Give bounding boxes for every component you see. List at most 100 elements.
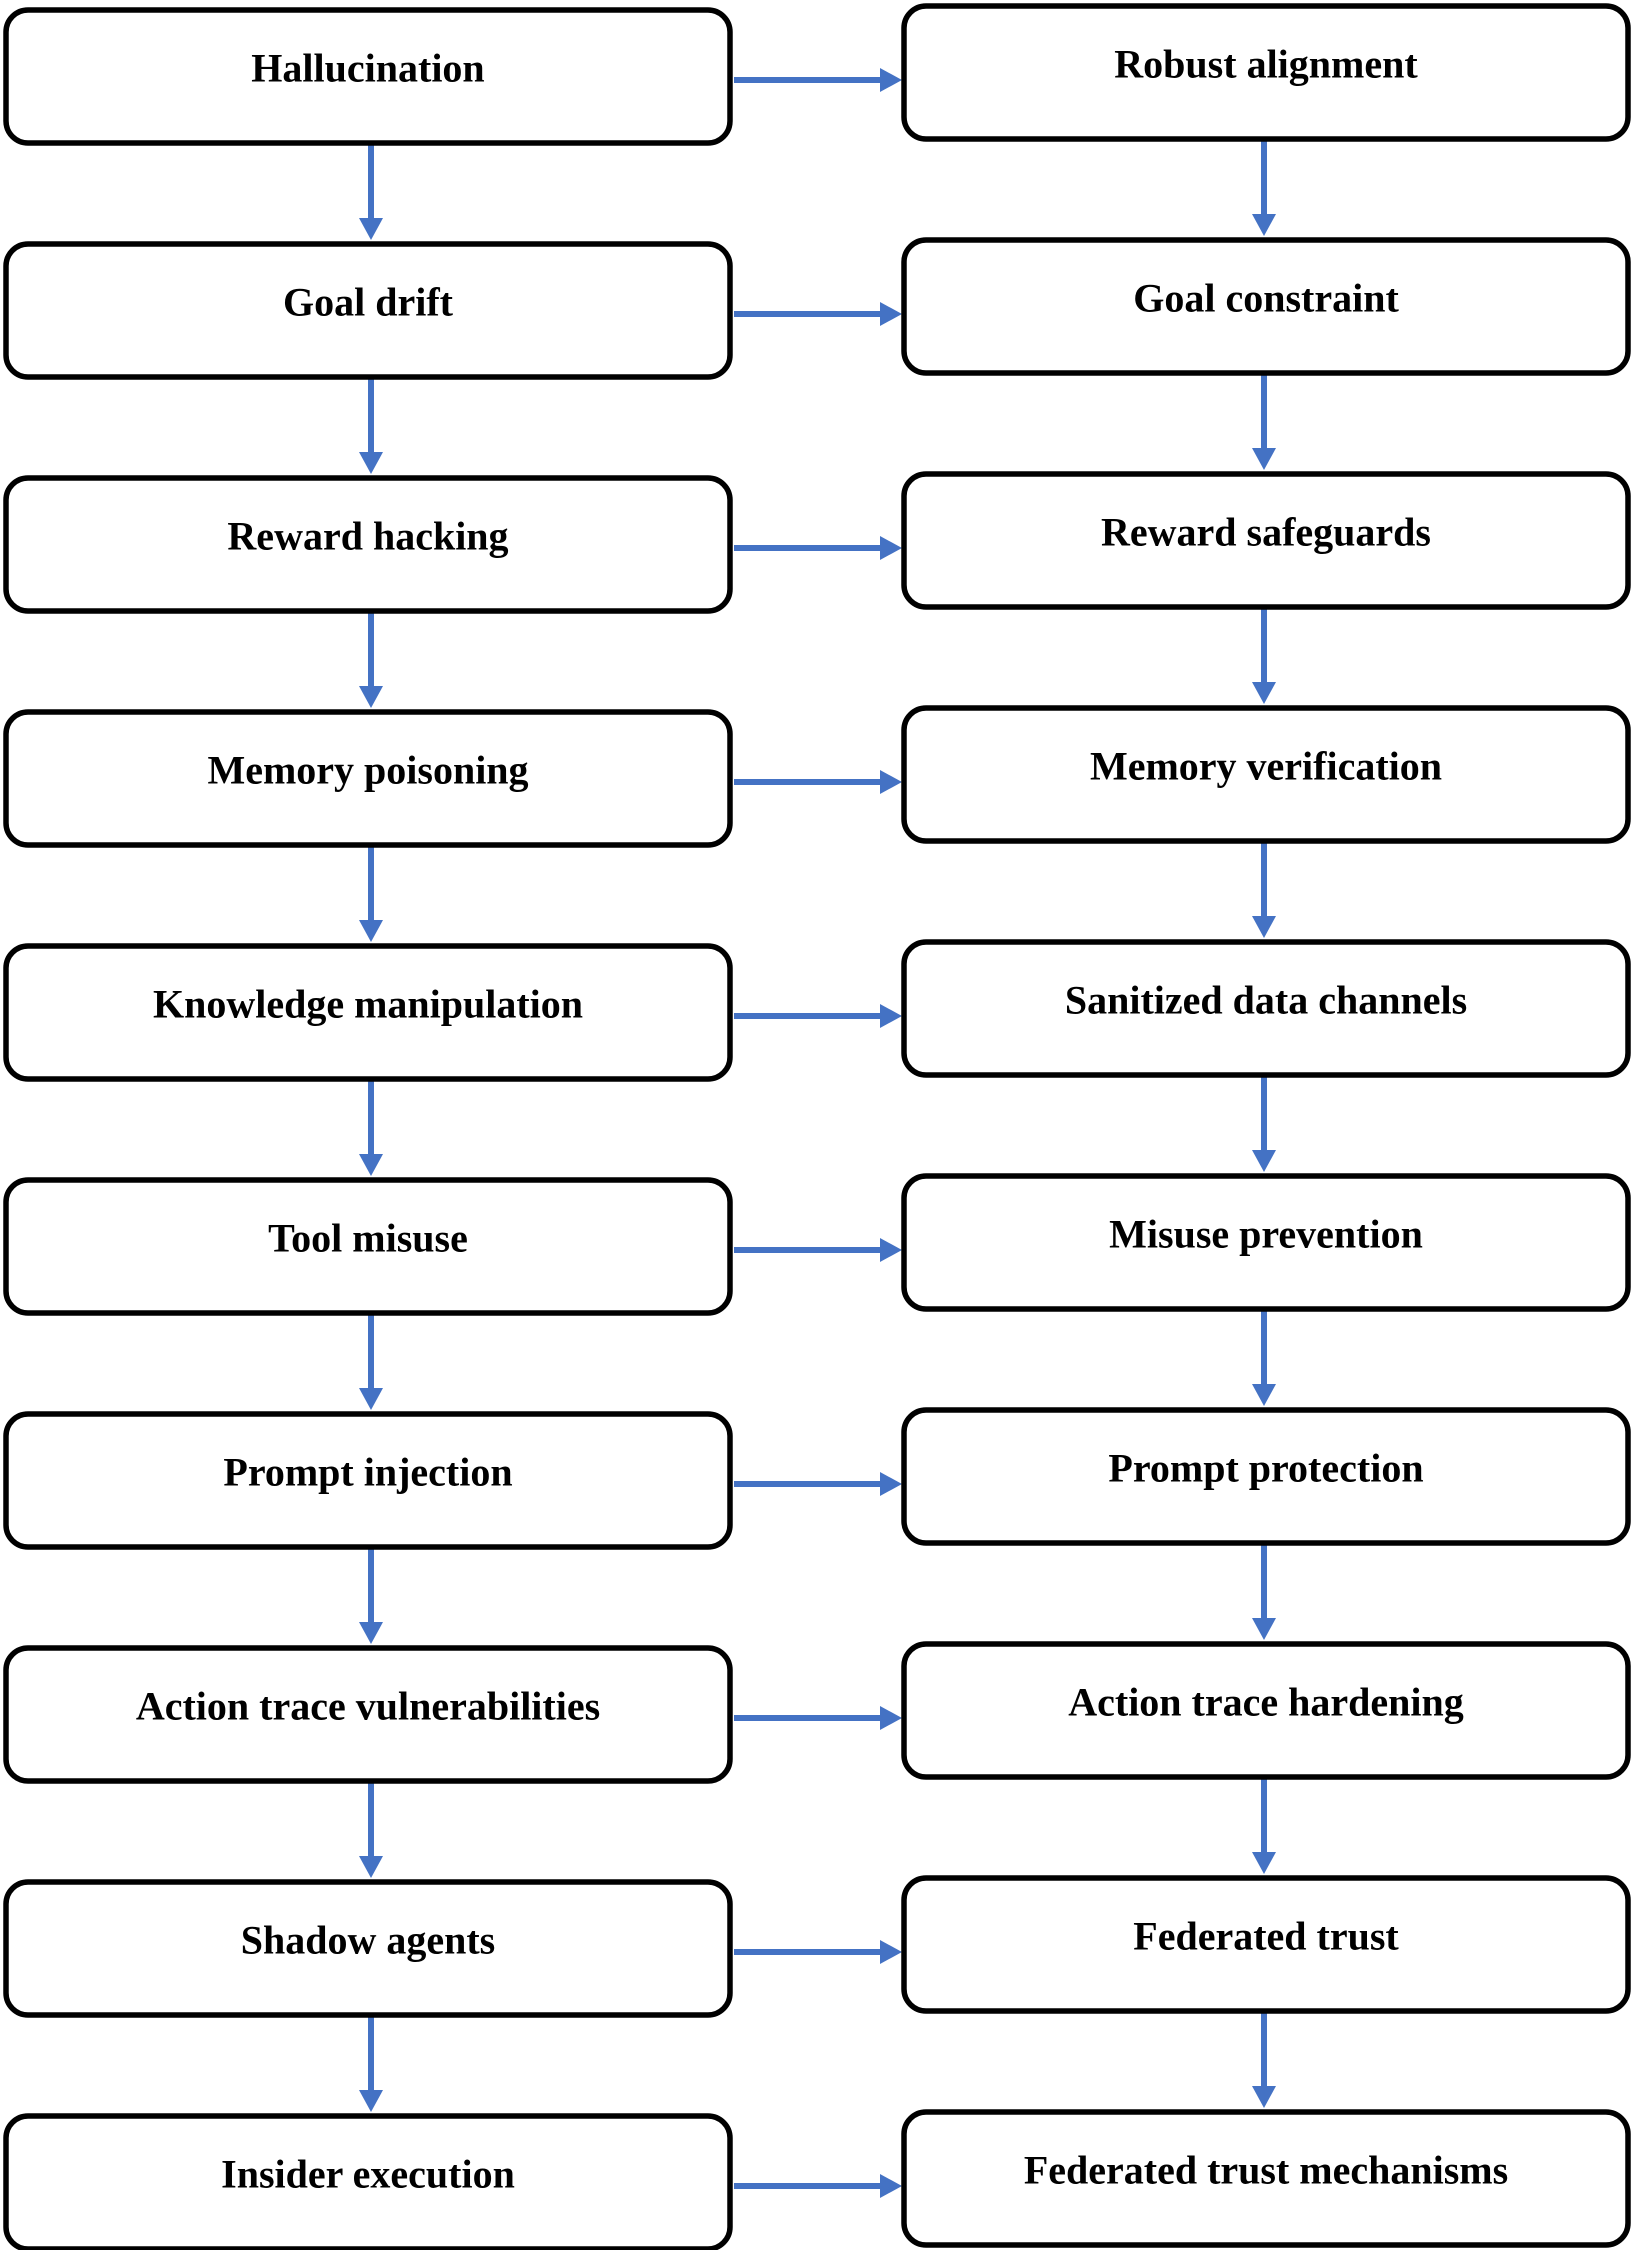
box-action-trace-vulnerabilities: Action trace vulnerabilities <box>3 1645 733 1784</box>
arrow-head <box>880 1472 902 1496</box>
arrow-action-trace-vulnerabilities-down <box>359 1783 383 1878</box>
box-prompt-injection: Prompt injection <box>3 1411 733 1550</box>
box-label: Shadow agents <box>241 1918 496 1963</box>
arrow-goal-drift-down <box>359 379 383 474</box>
box-label: Robust alignment <box>1114 42 1418 87</box>
box-insider-execution: Insider execution <box>3 2113 733 2250</box>
box-frame <box>901 2109 1631 2248</box>
box-frame <box>901 471 1631 610</box>
arrow-head <box>880 1706 902 1730</box>
box-frame <box>3 1177 733 1316</box>
box-label: Knowledge manipulation <box>153 982 583 1027</box>
box-label: Tool misuse <box>268 1216 468 1261</box>
box-frame <box>901 1875 1631 2014</box>
arrow-knowledge-manipulation-to-sanitized-data-channels <box>734 1004 902 1028</box>
arrow-head <box>359 218 383 240</box>
box-frame <box>3 943 733 1082</box>
box-knowledge-manipulation: Knowledge manipulation <box>3 943 733 1082</box>
arrow-head <box>359 1154 383 1176</box>
box-label: Action trace hardening <box>1068 1680 1464 1725</box>
arrow-head <box>359 1622 383 1644</box>
box-memory-verification: Memory verification <box>901 705 1631 844</box>
box-label: Action trace vulnerabilities <box>136 1684 600 1729</box>
arrow-head <box>359 1856 383 1878</box>
arrow-prompt-protection-down <box>1252 1545 1276 1640</box>
box-label: Reward safeguards <box>1101 510 1431 555</box>
box-frame <box>901 1641 1631 1780</box>
arrow-head <box>880 1004 902 1028</box>
arrow-head <box>1252 916 1276 938</box>
box-frame <box>3 241 733 380</box>
box-reward-safeguards: Reward safeguards <box>901 471 1631 610</box>
box-tool-misuse: Tool misuse <box>3 1177 733 1316</box>
arrow-head <box>1252 214 1276 236</box>
arrow-misuse-prevention-down <box>1252 1311 1276 1406</box>
arrow-head <box>1252 1852 1276 1874</box>
arrow-reward-hacking-to-reward-safeguards <box>734 536 902 560</box>
box-label: Reward hacking <box>227 514 508 559</box>
arrow-head <box>1252 1150 1276 1172</box>
arrow-head <box>880 302 902 326</box>
box-federated-trust-mechanisms: Federated trust mechanisms <box>901 2109 1631 2248</box>
arrow-head <box>880 1238 902 1262</box>
arrow-goal-constraint-down <box>1252 375 1276 470</box>
box-label: Goal constraint <box>1133 276 1399 321</box>
arrow-prompt-injection-down <box>359 1549 383 1644</box>
box-frame <box>3 709 733 848</box>
arrow-reward-safeguards-down <box>1252 609 1276 704</box>
box-frame <box>3 7 733 146</box>
box-frame <box>3 1645 733 1784</box>
box-prompt-protection: Prompt protection <box>901 1407 1631 1546</box>
box-hallucination: Hallucination <box>3 7 733 146</box>
arrow-head <box>880 770 902 794</box>
arrow-head <box>1252 448 1276 470</box>
arrow-head <box>359 686 383 708</box>
arrow-shadow-agents-down <box>359 2017 383 2112</box>
box-label: Federated trust <box>1133 1914 1399 1959</box>
arrow-tool-misuse-down <box>359 1315 383 1410</box>
arrow-prompt-injection-to-prompt-protection <box>734 1472 902 1496</box>
arrow-head <box>359 2090 383 2112</box>
arrow-head <box>1252 2086 1276 2108</box>
box-label: Hallucination <box>251 46 484 91</box>
arrow-head <box>359 920 383 942</box>
box-label: Memory verification <box>1090 744 1442 789</box>
box-frame <box>3 1411 733 1550</box>
box-action-trace-hardening: Action trace hardening <box>901 1641 1631 1780</box>
box-frame <box>901 3 1631 142</box>
arrow-goal-drift-to-goal-constraint <box>734 302 902 326</box>
arrow-tool-misuse-to-misuse-prevention <box>734 1238 902 1262</box>
box-frame <box>901 1173 1631 1312</box>
arrow-sanitized-data-channels-down <box>1252 1077 1276 1172</box>
arrow-head <box>880 68 902 92</box>
box-shadow-agents: Shadow agents <box>3 1879 733 2018</box>
arrow-shadow-agents-to-federated-trust <box>734 1940 902 1964</box>
arrow-action-trace-vulnerabilities-to-action-trace-hardening <box>734 1706 902 1730</box>
box-label: Prompt protection <box>1108 1446 1423 1491</box>
box-memory-poisoning: Memory poisoning <box>3 709 733 848</box>
arrow-head <box>359 1388 383 1410</box>
box-sanitized-data-channels: Sanitized data channels <box>901 939 1631 1078</box>
arrow-reward-hacking-down <box>359 613 383 708</box>
arrow-insider-execution-to-federated-trust-mechanisms <box>734 2174 902 2198</box>
box-frame <box>3 475 733 614</box>
box-label: Goal drift <box>283 280 454 325</box>
arrow-head <box>1252 682 1276 704</box>
box-label: Prompt injection <box>223 1450 512 1495</box>
box-label: Misuse prevention <box>1109 1212 1423 1257</box>
arrow-hallucination-to-robust-alignment <box>734 68 902 92</box>
box-frame <box>3 1879 733 2018</box>
arrow-memory-poisoning-to-memory-verification <box>734 770 902 794</box>
arrow-head <box>880 536 902 560</box>
box-label: Federated trust mechanisms <box>1024 2148 1508 2193</box>
arrow-head <box>1252 1618 1276 1640</box>
box-label: Sanitized data channels <box>1065 978 1467 1023</box>
arrow-hallucination-down <box>359 145 383 240</box>
box-frame <box>901 237 1631 376</box>
box-federated-trust: Federated trust <box>901 1875 1631 2014</box>
arrow-head <box>880 2174 902 2198</box>
arrow-action-trace-hardening-down <box>1252 1779 1276 1874</box>
arrow-robust-alignment-down <box>1252 141 1276 236</box>
